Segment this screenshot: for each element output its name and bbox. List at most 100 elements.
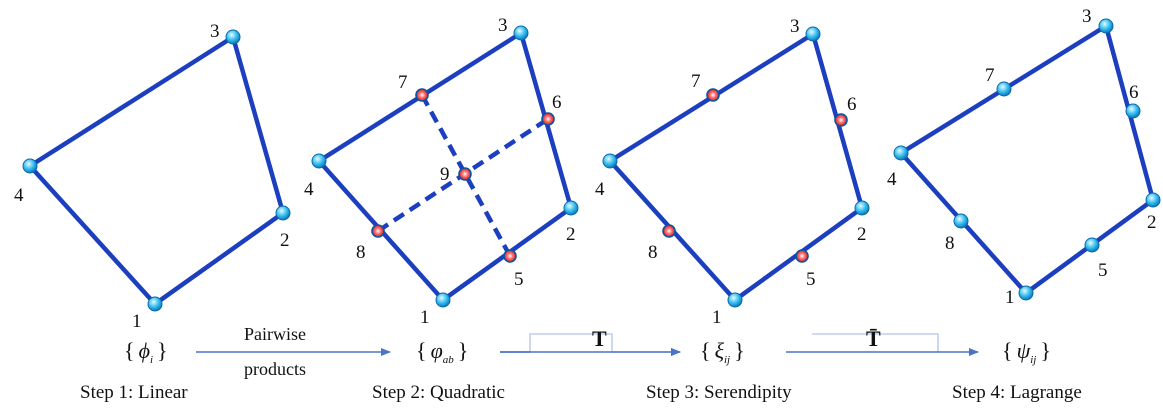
set-subscript: ab bbox=[443, 354, 455, 366]
node-1: 1 bbox=[132, 296, 163, 332]
brace-close: } bbox=[157, 338, 168, 363]
svg-text:6: 6 bbox=[552, 92, 562, 113]
step-label-quadratic: Step 2: Quadratic bbox=[372, 382, 505, 403]
set-subscript: i bbox=[150, 354, 153, 366]
arrow-label: T bbox=[592, 326, 607, 351]
svg-text:8: 8 bbox=[648, 242, 658, 263]
svg-text:2: 2 bbox=[1147, 212, 1157, 233]
set-quadratic: {φab} bbox=[416, 338, 468, 366]
node-3: 3 bbox=[790, 16, 821, 42]
node-8: 8 bbox=[945, 213, 969, 254]
step-label-serendipity: Step 3: Serendipity bbox=[646, 382, 792, 403]
node-4: 4 bbox=[304, 153, 327, 200]
node-5: 5 bbox=[795, 249, 816, 290]
brace-open: { bbox=[1002, 338, 1013, 363]
svg-text:6: 6 bbox=[847, 94, 857, 115]
panel-quadratic: 1 2 3 4 5 6 7 8 bbox=[304, 15, 579, 328]
arrow-label: T̄ bbox=[866, 326, 881, 351]
node-2: 2 bbox=[563, 200, 579, 245]
node-6: 6 bbox=[1125, 82, 1141, 119]
brace-open: { bbox=[416, 338, 427, 363]
svg-text:2: 2 bbox=[566, 224, 576, 245]
svg-text:3: 3 bbox=[498, 15, 508, 36]
node-4: 4 bbox=[887, 145, 909, 190]
svg-text:8: 8 bbox=[945, 233, 955, 254]
svg-text:7: 7 bbox=[691, 71, 701, 92]
node-5: 5 bbox=[1084, 237, 1108, 281]
node-2: 2 bbox=[275, 205, 291, 251]
svg-text:2: 2 bbox=[857, 224, 867, 245]
step-label-lagrange: Step 4: Lagrange bbox=[952, 382, 1082, 403]
svg-text:7: 7 bbox=[985, 65, 995, 86]
svg-text:1: 1 bbox=[420, 307, 430, 328]
node-7: 7 bbox=[398, 72, 429, 102]
svg-text:6: 6 bbox=[1129, 82, 1139, 103]
set-symbol: ψ bbox=[1017, 338, 1031, 363]
svg-text:7: 7 bbox=[398, 72, 408, 93]
svg-text:5: 5 bbox=[806, 269, 816, 290]
svg-text:4: 4 bbox=[887, 169, 897, 190]
svg-text:1: 1 bbox=[712, 307, 722, 328]
set-symbol: ϕ bbox=[139, 338, 150, 363]
brace-open: { bbox=[124, 338, 135, 363]
node-4: 4 bbox=[14, 158, 38, 206]
svg-text:{ξij}: {ξij} bbox=[700, 338, 745, 366]
arrow-pairwise-products: Pairwise products bbox=[196, 324, 391, 379]
element-outline bbox=[26, 33, 286, 307]
panel-serendipity: 1 2 3 4 5 6 7 8 bbox=[595, 16, 870, 328]
svg-text:8: 8 bbox=[356, 242, 366, 263]
svg-text:{ϕi}: {ϕi} bbox=[124, 338, 168, 366]
arrow-label-line1: Pairwise bbox=[244, 324, 306, 344]
node-9: 9 bbox=[440, 164, 472, 185]
node-3: 3 bbox=[1082, 6, 1114, 34]
node-7: 7 bbox=[691, 71, 720, 102]
brace-close: } bbox=[458, 338, 469, 363]
panel-lagrange: 1 2 3 4 5 6 7 8 bbox=[887, 6, 1161, 308]
set-symbol: ξ bbox=[715, 338, 725, 363]
node-1: 1 bbox=[1005, 285, 1034, 308]
dashed-line-7-5 bbox=[420, 93, 512, 258]
node-3: 3 bbox=[210, 21, 241, 45]
node-2: 2 bbox=[1145, 192, 1161, 233]
set-lagrange: {ψij} bbox=[1002, 338, 1051, 366]
svg-text:9: 9 bbox=[440, 164, 450, 185]
set-subscript: ij bbox=[1030, 354, 1036, 366]
node-1: 1 bbox=[420, 292, 451, 328]
svg-text:3: 3 bbox=[210, 21, 220, 42]
arrow-label-line2: products bbox=[244, 359, 306, 379]
node-2: 2 bbox=[854, 200, 870, 245]
svg-text:2: 2 bbox=[280, 230, 290, 251]
set-serendipity: {ξij} bbox=[700, 338, 745, 366]
svg-text:3: 3 bbox=[1082, 6, 1092, 27]
svg-text:4: 4 bbox=[14, 185, 24, 206]
brace-open: { bbox=[700, 338, 711, 363]
node-4: 4 bbox=[595, 153, 618, 200]
svg-text:5: 5 bbox=[1098, 260, 1108, 281]
svg-text:5: 5 bbox=[514, 269, 524, 290]
node-6: 6 bbox=[834, 94, 857, 127]
svg-text:4: 4 bbox=[595, 179, 605, 200]
brace-close: } bbox=[734, 338, 745, 363]
node-5: 5 bbox=[503, 249, 524, 290]
step-label-linear: Step 1: Linear bbox=[80, 382, 188, 403]
svg-text:1: 1 bbox=[132, 311, 142, 332]
svg-text:3: 3 bbox=[790, 16, 800, 37]
arrow-transform-t-bar: T̄ bbox=[786, 326, 979, 356]
brace-close: } bbox=[1040, 338, 1051, 363]
node-7: 7 bbox=[985, 65, 1012, 97]
svg-text:1: 1 bbox=[1005, 287, 1015, 308]
svg-text:{ψij}: {ψij} bbox=[1002, 338, 1051, 366]
node-3: 3 bbox=[498, 15, 529, 41]
panel-linear: 1 2 3 4 bbox=[14, 21, 291, 332]
arrow-transform-t: T bbox=[500, 326, 681, 356]
set-subscript: ij bbox=[724, 354, 730, 366]
svg-text:{φab}: {φab} bbox=[416, 338, 468, 366]
set-linear: {ϕi} bbox=[124, 338, 168, 366]
node-8: 8 bbox=[356, 224, 385, 263]
element-outline bbox=[897, 22, 1156, 297]
node-8: 8 bbox=[648, 224, 676, 263]
set-symbol: φ bbox=[431, 338, 443, 363]
node-1: 1 bbox=[712, 292, 743, 328]
node-6: 6 bbox=[541, 92, 562, 126]
